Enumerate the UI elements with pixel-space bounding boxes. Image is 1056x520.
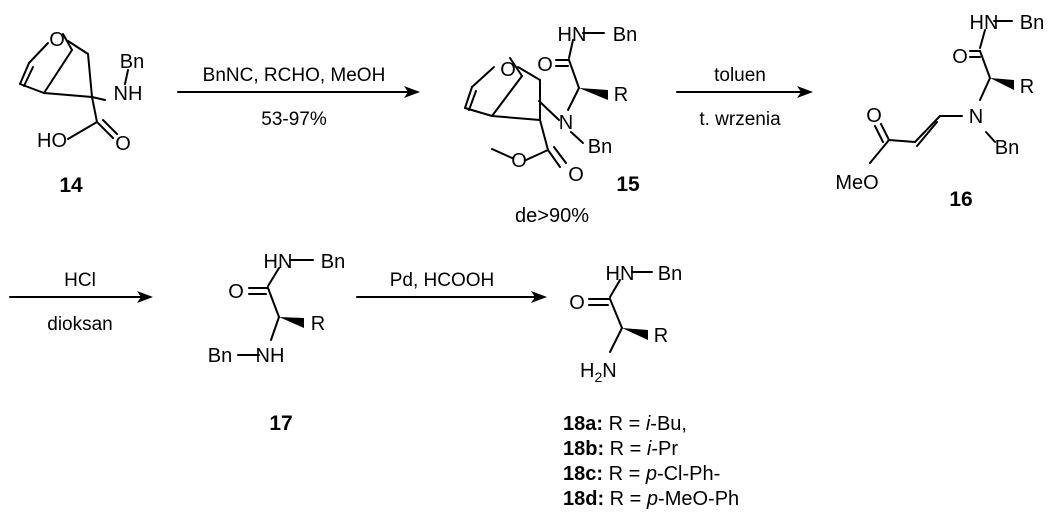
compound-18: HN Bn O R H2N 18a: R = i-Bu, 18b: R = i-… [563,263,739,510]
atom-amide-oxygen: O [228,281,244,303]
atom-benzyl-amine: Bn [208,345,232,367]
atom-nh: NH [114,83,143,105]
atom-amide-nh: HN [970,12,999,34]
atom-benzyl-amide: Bn [613,24,637,46]
compound-number-15: 15 [616,173,640,196]
compound-18-bonds [588,271,653,353]
legend-entry-18d: 18d: R = p-MeO-Ph [563,488,739,510]
atom-nitrogen: N [969,106,983,128]
arrow-1-conditions-above: BnNC, RCHO, MeOH [203,65,386,86]
reaction-arrow-1: BnNC, RCHO, MeOH 53-97% [177,65,420,130]
atom-r-group: R [1020,76,1034,98]
compound-17-bonds [237,259,314,356]
atom-amide-nh: HN [264,251,293,273]
compound-14-bonds [19,33,129,140]
atom-methoxy: MeO [835,172,878,194]
atom-r-group: R [614,84,628,106]
atom-amide-nh: HN [606,263,635,285]
compound-15: HN Bn O O R N Bn O O 15 de>90% [464,24,640,227]
arrow-3-solvent: dioksan [47,314,113,335]
compound-number-16: 16 [949,188,972,211]
atom-amine-nh2: H2N [580,360,617,385]
atom-amide-oxygen: O [569,292,585,314]
compound-15-bonds [464,32,608,168]
reaction-arrow-3: HCl dioksan [9,270,153,335]
reaction-arrow-2: toluen t. wrzenia [676,65,813,130]
atom-r-group: R [311,313,325,335]
atom-benzyl-amide: Bn [321,251,345,273]
legend-entry-18c: 18c: R = p-Cl-Ph- [563,463,720,485]
atom-oxygen-bridge: O [500,59,516,81]
atom-amide-oxygen: O [952,46,968,68]
atom-hydroxyl: HO [37,130,67,152]
compound-16-bonds [869,20,1014,164]
atom-amide-nh: HN [558,24,587,46]
atom-ester-oxygen: O [511,150,527,172]
legend-entry-18b: 18b: R = i-Pr [563,438,678,460]
atom-oxygen-bridge: O [49,29,65,51]
atom-ester-carbonyl: O [568,164,584,186]
compound-number-14: 14 [59,174,83,197]
compound-16: HN Bn O R O N MeO Bn 16 [835,12,1044,211]
atom-amide-oxygen: O [537,54,553,76]
reaction-arrow-4: Pd, HCOOH [356,270,547,303]
atom-benzyl: Bn [120,51,144,73]
arrow-2-temperature: t. wrzenia [699,109,781,130]
substituent-legend: 18a: R = i-Bu, 18b: R = i-Pr 18c: R = p-… [563,413,739,510]
arrow-4-reagents: Pd, HCOOH [390,270,495,291]
compound-14: O Bn NH HO O 14 [19,29,144,197]
atom-benzyl-amide: Bn [658,263,682,285]
compound-17: HN Bn O R Bn NH 17 [208,251,345,435]
atom-benzyl-n: Bn [995,137,1019,159]
atom-amine-nh: NH [256,345,285,367]
atom-carbonyl-oxygen: O [115,133,131,155]
arrow-1-yield: 53-97% [261,109,327,130]
compound-number-17: 17 [269,412,292,435]
legend-entry-18a: 18a: R = i-Bu, [563,413,687,435]
arrow-2-solvent: toluen [714,65,766,86]
diastereomeric-excess: de>90% [515,205,589,227]
atom-r-group: R [654,325,668,347]
atom-ester-carbonyl: O [866,105,882,127]
arrow-3-reagent: HCl [64,270,96,291]
atom-nitrogen: N [559,112,573,134]
atom-benzyl-amide: Bn [1020,12,1044,34]
atom-benzyl-n: Bn [588,136,612,158]
